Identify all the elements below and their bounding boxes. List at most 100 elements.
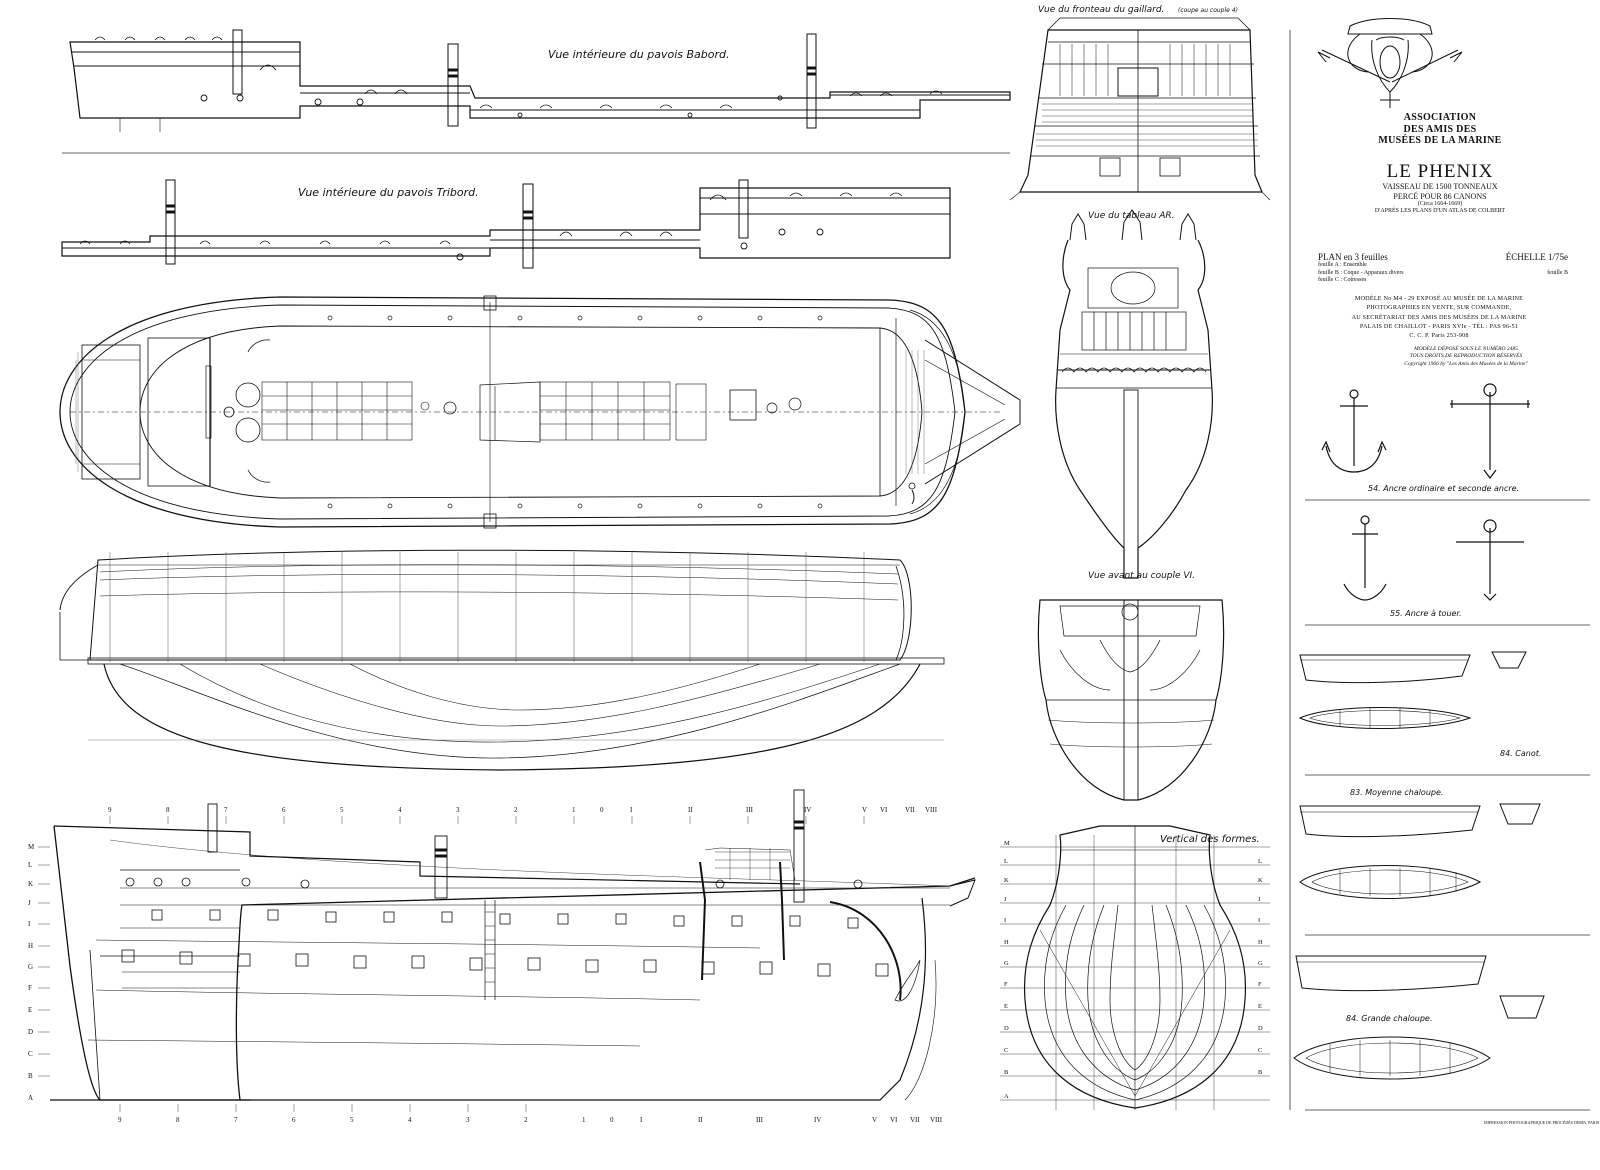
svg-text:D: D (1258, 1025, 1263, 1032)
anchor-kedge-plan (1456, 519, 1524, 601)
portholes-profile (125, 877, 863, 889)
svg-text:VII: VII (910, 1116, 920, 1124)
moyenne-caption: 83. Moyenne chaloupe. (1350, 788, 1443, 797)
svg-text:3: 3 (466, 1116, 470, 1124)
svg-text:1: 1 (572, 806, 576, 814)
svg-text:C: C (1004, 1047, 1008, 1054)
divider-lines (62, 30, 1590, 1111)
body-plan-grid (1000, 826, 1270, 1110)
frame-ticks (109, 816, 865, 1112)
avant-couple-view (1037, 599, 1225, 801)
waterline-letters-body-right: LK JIH GFE DCB (1258, 858, 1263, 1076)
svg-text:6: 6 (292, 1116, 296, 1124)
svg-text:9: 9 (118, 1116, 122, 1124)
model-line-4: PALAIS DE CHAILLOT - PARIS XVIe - TÉL : … (1359, 322, 1519, 330)
assoc-line-2: DES AMIS DES (1403, 123, 1477, 135)
deck-planking-hatch (75, 350, 925, 474)
babord-bulwark-view (69, 29, 1011, 132)
svg-text:C: C (1258, 1047, 1262, 1054)
svg-text:C: C (28, 1050, 33, 1058)
printer-note: IMPRESSION PHOTOGRAPHIQUE DE PROCÉDÉS DE… (1484, 1120, 1599, 1126)
svg-text:D: D (28, 1028, 33, 1036)
svg-text:B: B (1258, 1069, 1263, 1076)
anchor-ordinary-plan (1450, 383, 1530, 479)
svg-text:I: I (1004, 917, 1006, 924)
bow-ornament (1059, 603, 1201, 691)
svg-text:A: A (1004, 1093, 1009, 1100)
svg-text:9: 9 (108, 806, 112, 814)
hull-plan-lines-view (59, 549, 945, 771)
svg-text:E: E (1258, 1003, 1262, 1010)
svg-text:V: V (862, 806, 867, 814)
svg-text:J: J (28, 899, 31, 907)
title-block: ASSOCIATION DES AMIS DES MUSÉES DE LA MA… (1312, 112, 1568, 215)
svg-text:K: K (28, 880, 33, 888)
fronteau-note: (coupe au couple 4) (1178, 7, 1238, 14)
svg-text:K: K (1258, 877, 1263, 884)
svg-text:L: L (1004, 858, 1008, 865)
svg-text:F: F (1258, 981, 1262, 988)
svg-text:H: H (1004, 939, 1009, 946)
plan-sheet-b: feuille B : Coque - Apparaux divers (1318, 269, 1404, 276)
svg-text:M: M (1004, 840, 1010, 847)
svg-text:6: 6 (282, 806, 286, 814)
inboard-profile-view (50, 789, 976, 1101)
model-line-3: AU SECRÉTARIAT DES AMIS DES MUSÉES DE LA… (1351, 313, 1527, 321)
svg-text:5: 5 (340, 806, 344, 814)
svg-text:L: L (28, 861, 32, 869)
avant-title: Vue avant au couple VI. (1088, 571, 1195, 581)
model-line-1: MODÈLE No M4 - 29 EXPOSÉ AU MUSÉE DE LA … (1354, 295, 1524, 302)
depot-line-1: MODÈLE DÉPOSÉ SOUS LE NUMÉRO 2485 (1414, 346, 1518, 352)
model-line-5: C. C. P. Paris 253-908 (1409, 332, 1469, 340)
svg-text:J: J (1258, 896, 1261, 903)
svg-text:L: L (1258, 858, 1262, 865)
svg-text:G: G (1004, 960, 1009, 967)
deck-plan-view (59, 295, 1021, 529)
waterline-letters-left: MLK JIH GFE DCB A (28, 843, 35, 1102)
tribord-title: Vue intérieure du pavois Tribord. (298, 186, 479, 199)
svg-text:4: 4 (398, 806, 402, 814)
svg-text:E: E (1004, 1003, 1008, 1010)
svg-text:D: D (1004, 1025, 1009, 1032)
grating-aft (539, 381, 671, 441)
svg-text:0: 0 (610, 1116, 614, 1124)
ship-name: LE PHENIX (1386, 160, 1494, 182)
association-emblem (1317, 18, 1463, 108)
plan-current-sheet: feuille B (1547, 269, 1568, 276)
body-plan-view (1000, 825, 1270, 1110)
svg-text:IV: IV (814, 1116, 821, 1124)
svg-text:0: 0 (600, 806, 604, 814)
depot-line-3: Copyright 1966 by "Les Amis des Musées d… (1404, 360, 1528, 367)
svg-text:3: 3 (456, 806, 460, 814)
svg-text:J: J (1004, 896, 1007, 903)
ship-subtitle-3: (Circa 1664-1669) (1417, 200, 1463, 207)
plan-sheet-a: feuille A : Ensemble (1318, 262, 1367, 268)
ship-subtitle-2: PERCÉ POUR 86 CANONS (1393, 191, 1487, 201)
depot-block: MODÈLE DÉPOSÉ SOUS LE NUMÉRO 2485 TOUS D… (1366, 346, 1566, 368)
fronteau-title: Vue du fronteau du gaillard. (1038, 5, 1164, 15)
waterline-letters-body-left: MLK JIH GFE DCB A (1004, 840, 1010, 1100)
svg-text:VI: VI (890, 1116, 898, 1124)
stern-ornament (1061, 267, 1207, 373)
svg-text:E: E (28, 1006, 32, 1014)
svg-text:7: 7 (234, 1116, 238, 1124)
grande-caption: 84. Grande chaloupe. (1346, 1014, 1432, 1023)
assoc-line-1: ASSOCIATION (1403, 112, 1477, 123)
svg-text:A: A (28, 1094, 33, 1102)
svg-text:VIII: VIII (930, 1116, 943, 1124)
svg-text:8: 8 (166, 806, 170, 814)
svg-text:G: G (28, 963, 33, 971)
waterline-ticks-left (38, 846, 50, 1077)
anchor-2-caption: 55. Ancre à touer. (1390, 609, 1462, 618)
fronteau-view (1009, 17, 1271, 201)
svg-text:H: H (1258, 939, 1263, 946)
tableau-ar-view (1055, 209, 1213, 579)
svg-text:F: F (1004, 981, 1008, 988)
svg-text:I: I (630, 806, 633, 814)
anchor-1-caption: 54. Ancre ordinaire et seconde ancre. (1368, 484, 1519, 493)
svg-text:K: K (1004, 877, 1009, 884)
svg-text:2: 2 (524, 1116, 528, 1124)
plan-label: PLAN en 3 feuilles (1318, 252, 1388, 262)
